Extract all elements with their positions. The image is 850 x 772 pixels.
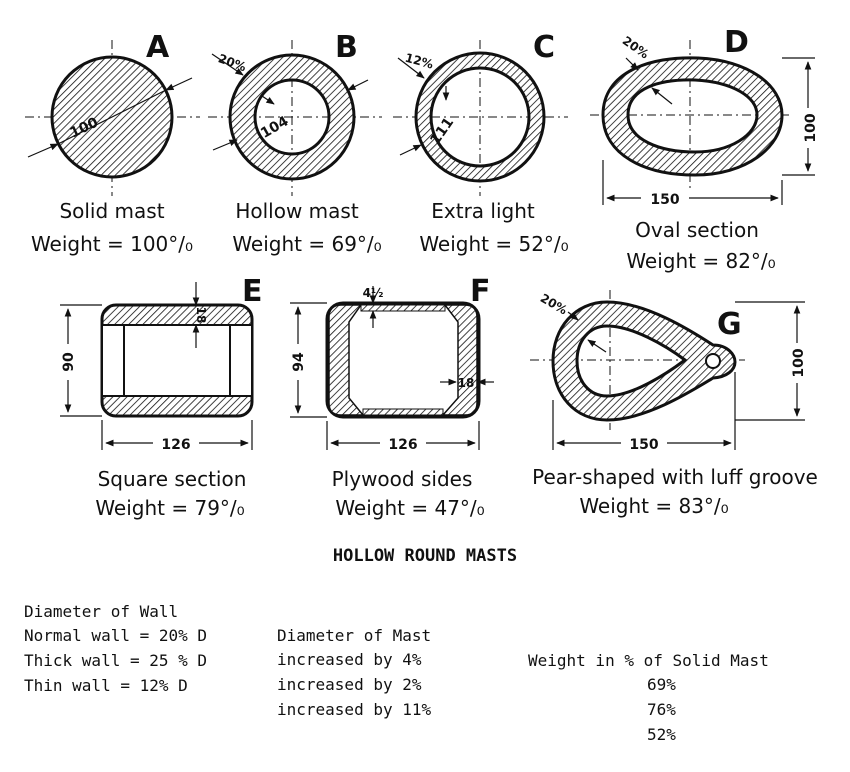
dim-d-width: 150 [650,192,679,208]
row-wall: Normal wall = 20% D [24,625,208,645]
letter-b: B [335,30,358,65]
wall-d-percent: 20% [620,34,652,62]
section-f: 94 126 4½ 18 F Plywood sides Weight = 47… [288,274,494,520]
row-weight: 52% [647,724,676,744]
section-g: 20% 150 100 G Pear-shaped with luff groo… [530,290,818,518]
dim-e-wall: 18 [194,307,208,324]
letter-g: G [717,307,742,342]
section-d: 20% 150 100 D Oval section Weight = 82°/… [590,25,819,273]
hollow-mast-shape [228,53,356,181]
header-weight: Weight in % of Solid Mast [528,650,769,670]
oval-section-shape [601,56,784,177]
caption-d-weight: Weight = 82°/₀ [626,249,775,273]
dim-g-height: 100 [791,348,807,377]
letter-e: E [242,274,263,309]
dim-e-width: 126 [161,437,190,453]
caption-b-weight: Weight = 69°/₀ [232,232,381,256]
row-weight: 76% [647,699,676,719]
dim-f-wall: 18 [458,376,475,390]
letter-d: D [724,25,749,60]
wall-b-percent: 20% [216,51,248,74]
caption-e-name: Square section [98,467,247,491]
pear-shaped-shape [551,300,737,422]
caption-c-name: Extra light [431,199,535,223]
caption-a-name: Solid mast [59,199,164,223]
table-row: Thin wall = 12% D increased by 11% 52% [0,649,850,744]
table-row: Normal wall = 20% D increased by 4% 69% [0,599,850,694]
caption-d-name: Oval section [635,218,759,242]
dim-f-width: 126 [388,437,417,453]
caption-f-name: Plywood sides [332,467,473,491]
caption-c-weight: Weight = 52°/₀ [419,232,568,256]
dim-f-height: 94 [291,352,307,372]
caption-f-weight: Weight = 47°/₀ [335,496,484,520]
mast-sections-diagram: 100 A Solid mast Weight = 100°/₀ 20% 104… [25,25,819,520]
caption-g-weight: Weight = 83°/₀ [579,494,728,518]
table-row: Thick wall = 25 % D increased by 2% 76% [0,624,850,719]
caption-b-name: Hollow mast [235,199,358,223]
table-header-row: Diameter of Wall Diameter of Mast Weight… [0,575,850,670]
header-mast: Diameter of Mast [277,626,432,645]
caption-e-weight: Weight = 79°/₀ [95,496,244,520]
hollow-round-masts-table: HOLLOW ROUND MASTS Diameter of Wall Diam… [0,542,850,744]
dim-f-ply-thickness: 4½ [363,286,384,300]
row-weight: 69% [647,674,676,694]
section-e: 90 126 18 E Square section Weight = 79°/… [58,274,263,520]
letter-f: F [470,274,491,309]
extra-light-shape [414,51,546,183]
header-wall: Diameter of Wall [24,601,179,621]
dim-e-height: 90 [61,352,77,372]
row-mast: increased by 4% [277,650,422,669]
section-c: 12% 111 C Extra light Weight = 52°/₀ [393,30,569,256]
table-title: HOLLOW ROUND MASTS [332,546,518,566]
section-b: 20% 104 B Hollow mast Weight = 69°/₀ [208,30,382,256]
letter-a: A [146,30,170,65]
row-wall: Thick wall = 25 % D [24,650,208,670]
row-mast: increased by 11% [277,700,432,719]
dim-g-width: 150 [629,437,658,453]
section-a: 100 A Solid mast Weight = 100°/₀ [25,30,200,256]
wall-c-percent: 12% [404,51,435,72]
row-mast: increased by 2% [277,675,422,694]
letter-c: C [533,30,555,65]
caption-g-name: Pear-shaped with luff groove [532,465,818,489]
dim-d-height: 100 [803,113,819,142]
row-wall: Thin wall = 12% D [24,675,188,695]
caption-a-weight: Weight = 100°/₀ [31,232,193,256]
plywood-sides-shape [325,301,481,419]
wall-g-percent: 20% [538,291,570,317]
